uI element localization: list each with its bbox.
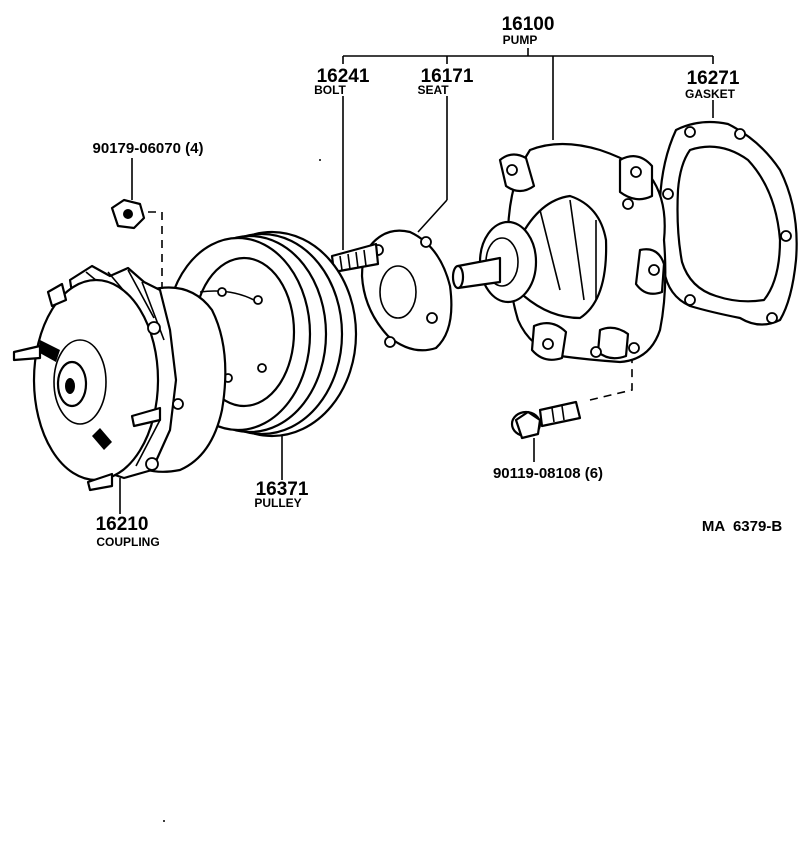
flange-bolt-90119	[510, 400, 582, 440]
leader-lines	[119, 48, 714, 514]
callout-seat: 16171 SEAT	[417, 66, 473, 97]
coupling-16210	[12, 264, 227, 492]
callout-bolt: 16241 BOLT	[314, 66, 370, 97]
callout-gasket: 16271 GASKET	[685, 68, 740, 101]
callout-nut: 90179-06070 (4)	[93, 140, 204, 157]
figure-code: MA 6379-B	[702, 518, 782, 535]
callout-coupling: 16210 COUPLING	[96, 514, 160, 549]
gasket-part-number: 16271	[687, 68, 740, 89]
gasket-part-name: GASKET	[685, 87, 736, 101]
flange-bolt-part-number: 90119-08108 (6)	[493, 465, 603, 482]
seat-16171	[360, 229, 453, 352]
pump-part-number: 16100	[502, 14, 555, 35]
water-pump-16100	[451, 142, 667, 364]
bolt-part-name: BOLT	[314, 83, 346, 97]
pulley-part-number: 16371	[256, 479, 309, 500]
pump-part-name: PUMP	[503, 33, 538, 47]
coupling-part-number: 16210	[96, 514, 149, 535]
bolt-part-number: 16241	[317, 66, 370, 87]
seat-part-name: SEAT	[417, 83, 449, 97]
callout-pulley: 16371 PULLEY	[254, 479, 309, 510]
bolt-16241	[330, 242, 380, 274]
nut-90179	[110, 198, 146, 230]
pulley-part-name: PULLEY	[254, 496, 301, 510]
coupling-part-name: COUPLING	[96, 535, 159, 549]
seat-part-number: 16171	[421, 66, 474, 87]
callout-pump: 16100 PUMP	[502, 14, 555, 47]
gasket-16271	[658, 120, 798, 326]
callout-flange-bolt: 90119-08108 (6)	[493, 465, 603, 482]
nut-part-number: 90179-06070 (4)	[93, 140, 204, 157]
